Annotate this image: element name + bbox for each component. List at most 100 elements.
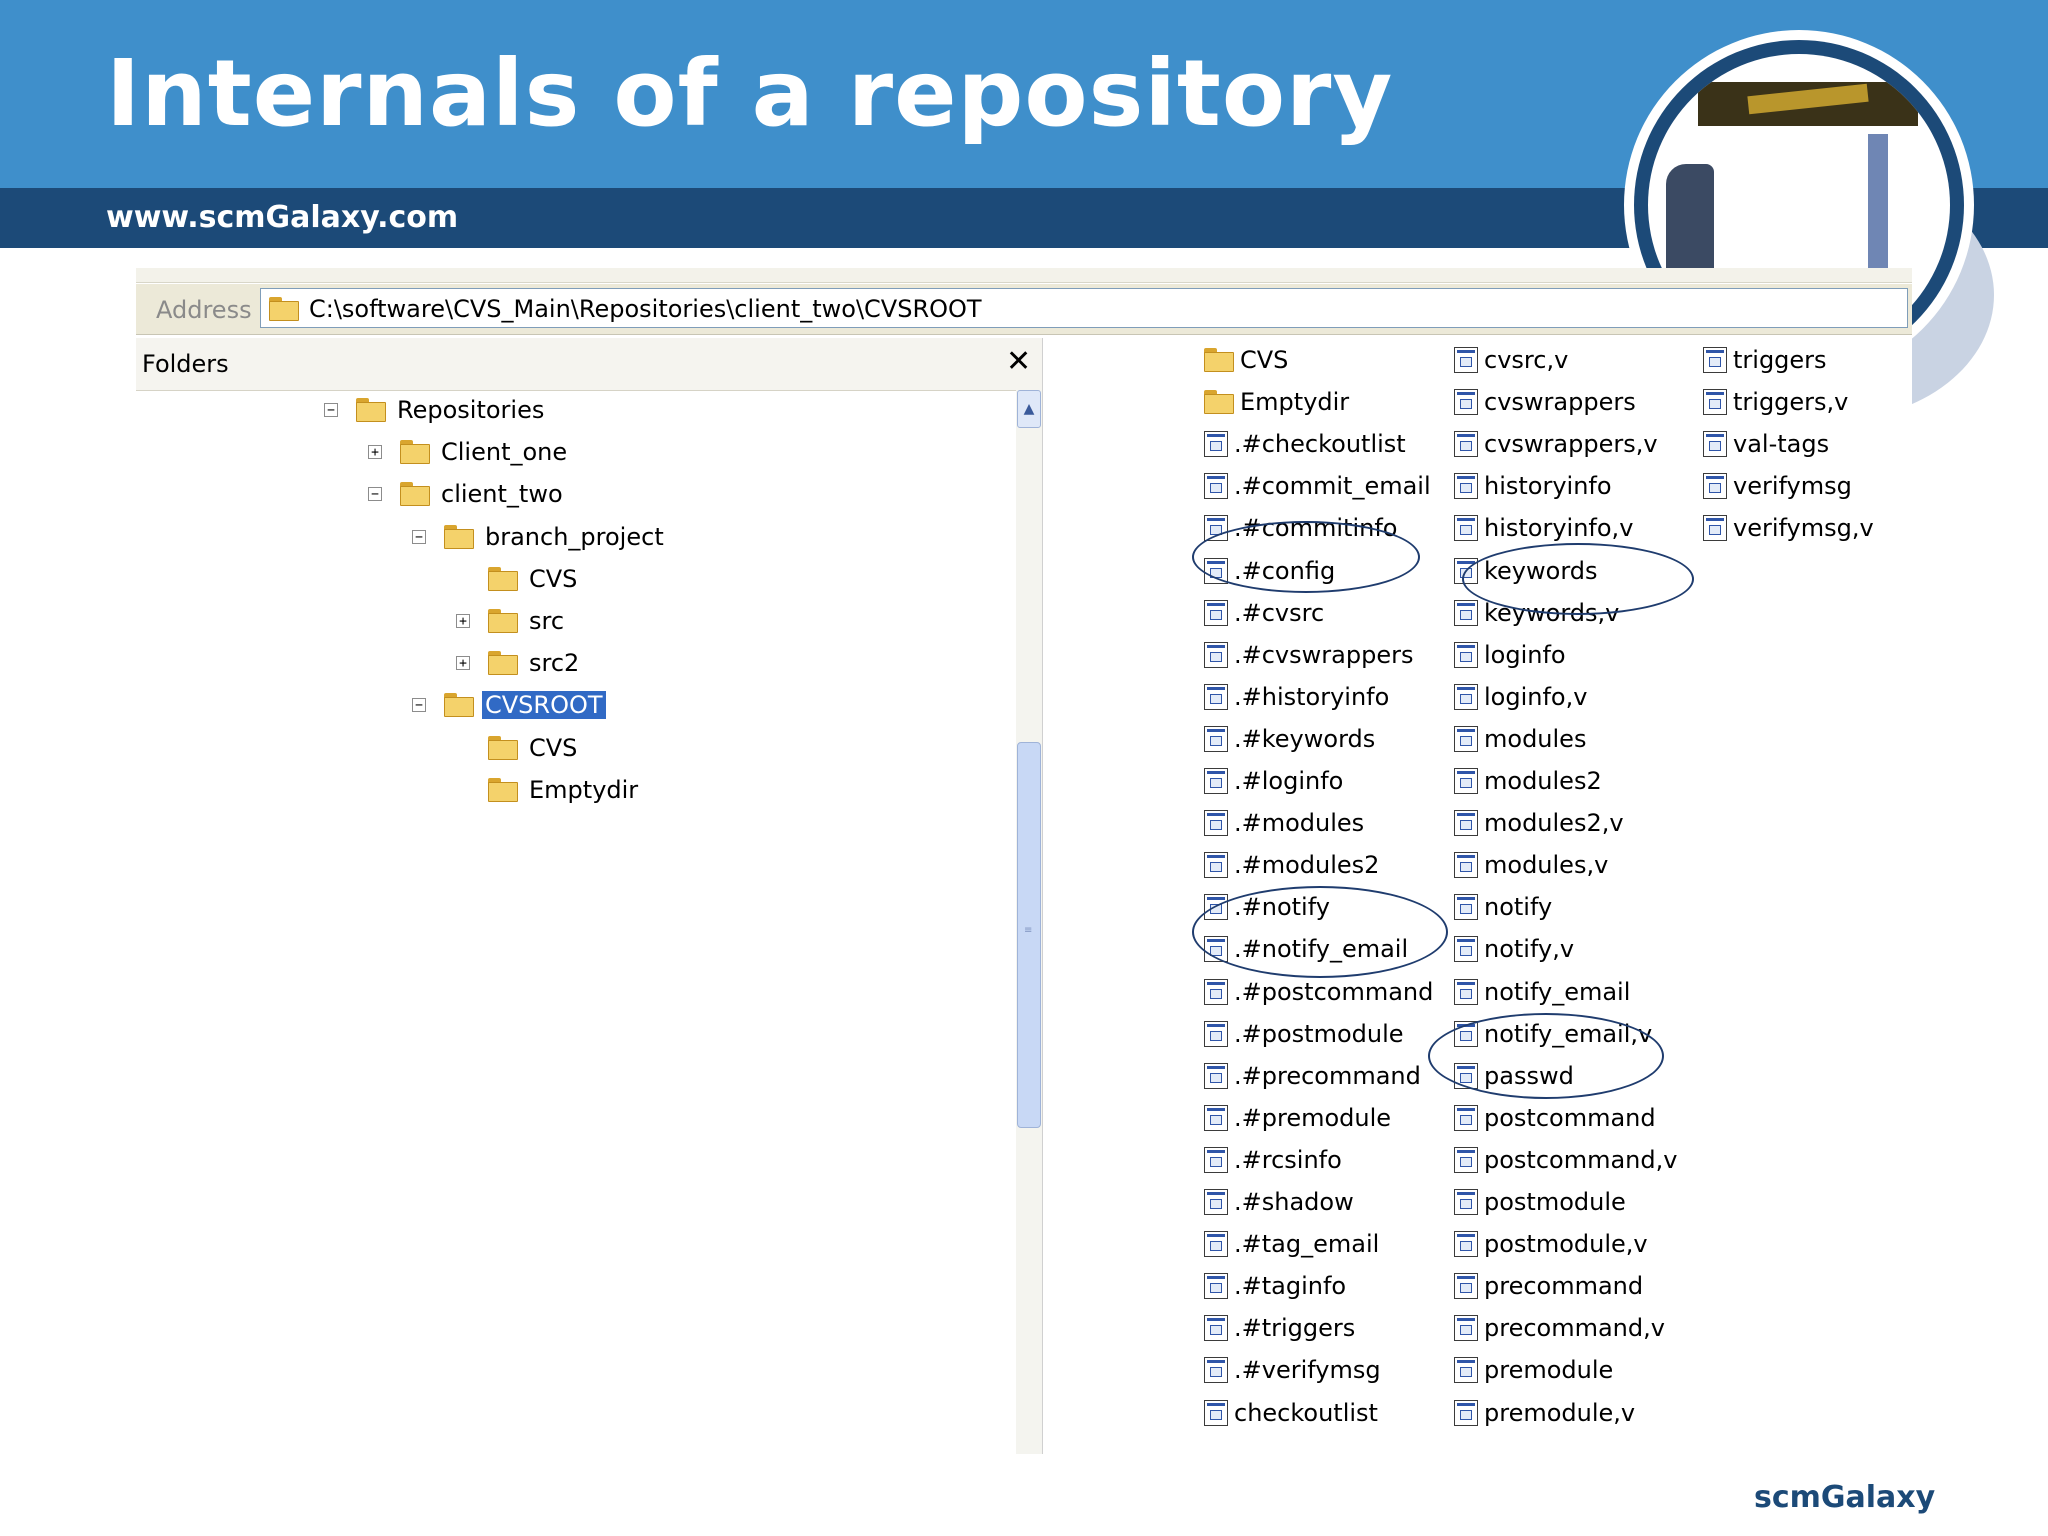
file-item[interactable]: notify,v [1454, 929, 1574, 969]
tree-item-cvs[interactable]: CVS [456, 561, 580, 597]
file-item[interactable]: .#notify_email [1204, 929, 1408, 969]
tree-item-repositories[interactable]: −Repositories [324, 392, 547, 428]
file-name: keywords [1484, 556, 1598, 585]
file-icon [1204, 641, 1228, 668]
file-item[interactable]: notify_email,v [1454, 1014, 1652, 1054]
tree-item-src2[interactable]: +src2 [456, 645, 582, 681]
expand-icon[interactable]: + [368, 445, 382, 460]
tree-item-cvsroot[interactable]: −CVSROOT [412, 687, 606, 723]
scroll-thumb[interactable]: ≡ [1017, 742, 1041, 1128]
file-item[interactable]: .#rcsinfo [1204, 1140, 1342, 1180]
file-item[interactable]: .#premodule [1204, 1098, 1391, 1138]
file-item[interactable]: precommand,v [1454, 1308, 1665, 1348]
file-item[interactable]: keywords,v [1454, 593, 1619, 633]
folder-tree: −Repositories +Client_one −client_two −bran… [136, 390, 1016, 1454]
file-item[interactable]: triggers [1703, 340, 1827, 380]
file-item[interactable]: .#historyinfo [1204, 677, 1389, 717]
file-item[interactable]: .#taginfo [1204, 1266, 1346, 1306]
file-item[interactable]: verifymsg,v [1703, 508, 1874, 548]
file-item[interactable]: .#precommand [1204, 1056, 1421, 1096]
file-item[interactable]: .#commitinfo [1204, 508, 1397, 548]
file-item[interactable]: modules [1454, 719, 1586, 759]
file-item[interactable]: checkoutlist [1204, 1393, 1378, 1433]
file-icon [1204, 1231, 1228, 1258]
file-item[interactable]: .#postmodule [1204, 1014, 1404, 1054]
file-item[interactable]: historyinfo,v [1454, 508, 1633, 548]
file-icon [1454, 1062, 1478, 1089]
tree-item-src[interactable]: +src [456, 603, 567, 639]
file-item[interactable]: loginfo,v [1454, 677, 1587, 717]
file-name: .#cvswrappers [1234, 640, 1414, 669]
file-icon [1204, 1062, 1228, 1089]
file-item[interactable]: .#postcommand [1204, 972, 1433, 1012]
address-path[interactable]: C:\software\CVS_Main\Repositories\client… [309, 295, 982, 323]
folder-icon [269, 297, 299, 321]
file-icon [1454, 683, 1478, 710]
file-item[interactable]: modules2,v [1454, 803, 1624, 843]
address-field[interactable]: C:\software\CVS_Main\Repositories\client… [260, 288, 1908, 328]
file-item[interactable]: .#keywords [1204, 719, 1375, 759]
file-item[interactable]: CVS [1204, 340, 1288, 380]
file-item[interactable]: verifymsg [1703, 466, 1852, 506]
vertical-scrollbar[interactable]: ▲ ≡ [1016, 390, 1042, 1454]
file-item[interactable]: loginfo [1454, 635, 1566, 675]
file-item[interactable]: modules,v [1454, 845, 1608, 885]
file-name: .#tag_email [1234, 1230, 1380, 1259]
tree-item-client-two[interactable]: −client_two [368, 476, 566, 512]
file-name: keywords,v [1484, 598, 1620, 627]
file-item[interactable]: .#config [1204, 551, 1335, 591]
collapse-icon[interactable]: − [412, 529, 426, 544]
close-icon[interactable]: ✕ [1006, 344, 1032, 379]
file-item[interactable]: premodule,v [1454, 1393, 1635, 1433]
file-icon [1204, 1104, 1228, 1131]
file-item[interactable]: postcommand [1454, 1098, 1656, 1138]
file-item[interactable]: cvswrappers [1454, 382, 1636, 422]
file-item[interactable]: val-tags [1703, 424, 1829, 464]
file-item[interactable]: .#cvswrappers [1204, 635, 1413, 675]
file-item[interactable]: .#modules [1204, 803, 1364, 843]
file-item[interactable]: .#tag_email [1204, 1224, 1379, 1264]
file-item[interactable]: .#cvsrc [1204, 593, 1324, 633]
file-icon [1204, 810, 1228, 837]
file-item[interactable]: triggers,v [1703, 382, 1848, 422]
file-item[interactable]: .#shadow [1204, 1182, 1354, 1222]
slide-url: www.scmGalaxy.com [106, 200, 459, 235]
file-item[interactable]: premodule [1454, 1350, 1613, 1390]
file-item[interactable]: .#triggers [1204, 1308, 1355, 1348]
collapse-icon[interactable]: − [324, 403, 338, 417]
file-item[interactable]: notify [1454, 887, 1552, 927]
scroll-up-button[interactable]: ▲ [1017, 390, 1041, 428]
file-item[interactable]: .#loginfo [1204, 761, 1343, 801]
file-item[interactable]: .#modules2 [1204, 845, 1379, 885]
collapse-icon[interactable]: − [412, 698, 426, 713]
file-item[interactable]: cvsrc,v [1454, 340, 1568, 380]
file-name: historyinfo,v [1484, 514, 1634, 543]
tree-item-cvs[interactable]: CVS [456, 730, 580, 766]
file-item[interactable]: postcommand,v [1454, 1140, 1677, 1180]
file-item[interactable]: .#verifymsg [1204, 1350, 1381, 1390]
file-item[interactable]: Emptydir [1204, 382, 1349, 422]
folder-icon [488, 777, 518, 802]
file-item[interactable]: .#commit_email [1204, 466, 1431, 506]
file-item[interactable]: postmodule,v [1454, 1224, 1648, 1264]
file-item[interactable]: keywords [1454, 551, 1598, 591]
tree-item-emptydir[interactable]: Emptydir [456, 772, 641, 808]
file-item[interactable]: historyinfo [1454, 466, 1612, 506]
tree-item-label: CVS [529, 733, 578, 762]
file-item[interactable]: .#notify [1204, 887, 1330, 927]
file-item[interactable]: precommand [1454, 1266, 1643, 1306]
tree-item-branch-project[interactable]: −branch_project [412, 519, 667, 555]
file-item[interactable]: postmodule [1454, 1182, 1626, 1222]
expand-icon[interactable]: + [456, 614, 470, 628]
expand-icon[interactable]: + [456, 656, 470, 671]
file-item[interactable]: cvswrappers,v [1454, 424, 1658, 464]
file-name: precommand,v [1484, 1314, 1665, 1343]
file-name: postmodule,v [1484, 1230, 1648, 1259]
toolbar-strip [136, 268, 1912, 283]
file-item[interactable]: modules2 [1454, 761, 1602, 801]
file-item[interactable]: passwd [1454, 1056, 1574, 1096]
file-item[interactable]: notify_email [1454, 972, 1630, 1012]
tree-item-client-one[interactable]: +Client_one [368, 434, 570, 470]
file-item[interactable]: .#checkoutlist [1204, 424, 1406, 464]
collapse-icon[interactable]: − [368, 487, 382, 502]
